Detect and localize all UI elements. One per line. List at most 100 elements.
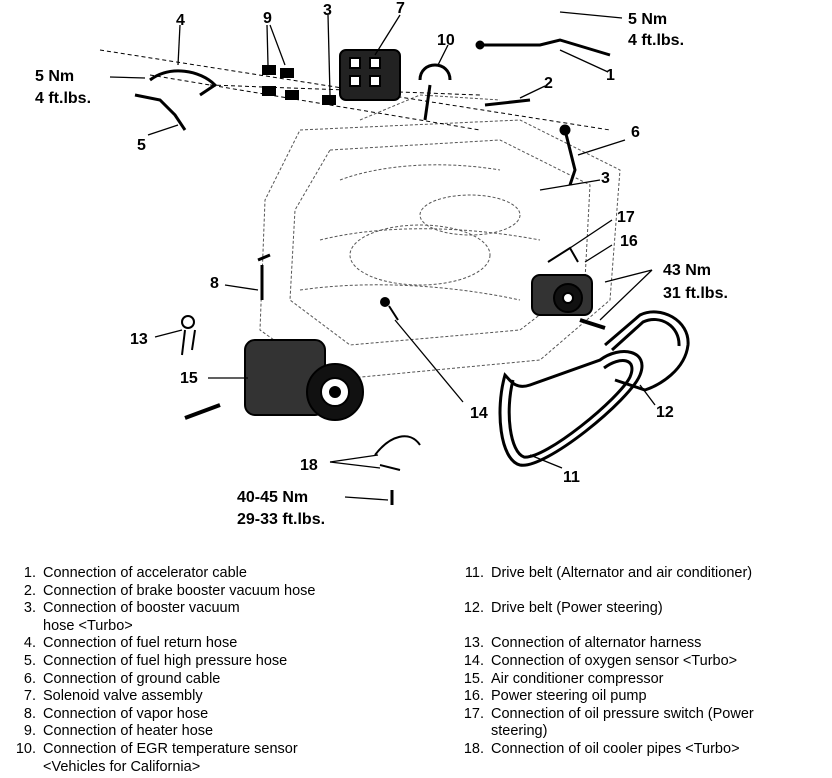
air-conditioner-compressor xyxy=(184,339,364,421)
drive-belt-power-steering xyxy=(604,310,690,392)
legend-text-line2: <Vehicles for California> xyxy=(43,758,201,775)
legend-item-6: 6. Connection of ground cable xyxy=(10,671,440,689)
legend-text: Connection of EGR temperature sensor<Veh… xyxy=(43,741,440,776)
engine-block-outline xyxy=(259,94,621,381)
legend-num: 16. xyxy=(463,688,484,705)
callout-3a: 3 xyxy=(323,2,332,19)
callout-15: 15 xyxy=(180,370,198,387)
callout-17: 17 xyxy=(617,209,635,226)
legend-text-line1: Connection of oil pressure switch (Power xyxy=(491,705,754,722)
legend-item-13: 13.Connection of alternator harness xyxy=(458,635,828,653)
legend-item-2: 2. Connection of brake booster vacuum hos… xyxy=(10,583,440,601)
legend-text: Connection of heater hose xyxy=(43,723,214,740)
legend-num: 17. xyxy=(463,705,484,722)
legend-text-line1: Connection of booster vacuum xyxy=(43,600,240,617)
legend-item-15: 15. Air conditioner compressor xyxy=(458,671,828,689)
legend-num: 6. xyxy=(23,670,36,687)
legend-num: 5. xyxy=(23,652,36,669)
oxygen-sensor xyxy=(380,297,399,321)
drive-belt-alternator-ac xyxy=(498,350,644,467)
legend-text-line1: Connection of EGR temperature sensor xyxy=(43,740,298,757)
legend-text: Connection of vapor hose xyxy=(43,705,209,722)
legend-text: Connection of oxygen sensor <Turbo> xyxy=(491,652,738,669)
legend-text: Connection of ground cable xyxy=(43,670,221,687)
callout-18: 18 xyxy=(300,457,318,474)
legend-item-10: 10.Connection of EGR temperature sensor<… xyxy=(10,741,440,776)
legend-item-1: 1. Connection of accelerator cable xyxy=(10,565,440,583)
legend-right-column: 11. Drive belt (Alternator and air condit… xyxy=(458,565,828,759)
legend-num: 3. xyxy=(23,600,36,617)
callout-4: 4 xyxy=(176,12,185,29)
torque-left-nm: 5 Nm xyxy=(35,68,74,85)
legend-item-5: 5. Connection of fuel high pressure hose xyxy=(10,653,440,671)
power-steering-pump xyxy=(531,246,606,330)
callout-12: 12 xyxy=(656,404,674,421)
fuel-return-hose xyxy=(134,69,218,131)
legend-num: 8. xyxy=(23,705,36,722)
legend-item-8: 8. Connection of vapor hose xyxy=(10,706,440,724)
torque-left-ftlbs: 4 ft.lbs. xyxy=(35,90,91,107)
legend-num: 11. xyxy=(464,565,484,581)
legend-num: 14. xyxy=(463,652,484,669)
legend-item-11: 11. Drive belt (Alternator and air condit… xyxy=(458,565,828,583)
legend-spacer xyxy=(458,583,828,601)
callout-3b: 3 xyxy=(601,170,610,187)
torque-pump-nm: 43 Nm xyxy=(663,262,711,279)
legend-text: Connection of alternator harness xyxy=(491,635,702,652)
heater-hose-clamps xyxy=(262,65,336,105)
legend-item-18: 18. Connection of oil cooler pipes <Turbo… xyxy=(458,741,828,759)
legend-text: Drive belt (Alternator and air condition… xyxy=(491,565,753,581)
accelerator-cable xyxy=(475,38,611,57)
legend-num: 1. xyxy=(23,565,36,581)
callout-11: 11 xyxy=(563,469,580,486)
legend-text-line2: steering) xyxy=(491,723,548,740)
torque-top-right-nm: 5 Nm xyxy=(628,11,667,28)
leader-lines xyxy=(109,11,656,501)
callout-6: 6 xyxy=(631,124,640,141)
legend-item-12: 12. Drive belt (Power steering) xyxy=(458,600,828,618)
alternator-harness xyxy=(181,315,196,356)
callout-14: 14 xyxy=(470,405,488,422)
legend-num: 7. xyxy=(23,688,36,705)
callout-7: 7 xyxy=(396,0,405,17)
legend-text: Connection of fuel return hose xyxy=(43,635,238,652)
legend-item-14: 14. Connection of oxygen sensor <Turbo> xyxy=(458,653,828,671)
legend-text: Drive belt (Power steering) xyxy=(491,600,663,617)
legend-text: Air conditioner compressor xyxy=(491,670,664,687)
legend-num: 2. xyxy=(23,582,36,599)
torque-bottom-ftlbs: 29-33 ft.lbs. xyxy=(237,511,325,528)
legend-left-column: 1. Connection of accelerator cable 2. Conn… xyxy=(10,565,440,776)
legend-text-line2: hose <Turbo> xyxy=(43,617,133,634)
engine-exploded-diagram: 1 2 3 3 4 5 6 7 8 9 10 11 12 13 14 15 16… xyxy=(35,0,728,528)
oil-cooler-pipes xyxy=(374,435,421,505)
legend-text: Connection of oil cooler pipes <Turbo> xyxy=(491,740,740,757)
legend-num: 18. xyxy=(463,740,484,757)
legend-item-16: 16. Power steering oil pump xyxy=(458,688,828,706)
callout-13: 13 xyxy=(130,331,148,348)
solenoid-valve-assembly xyxy=(339,49,401,101)
legend-num: 4. xyxy=(23,635,36,652)
callout-1: 1 xyxy=(606,67,615,84)
torque-bottom-nm: 40-45 Nm xyxy=(237,489,308,506)
legend-num: 15. xyxy=(463,670,484,687)
legend-item-9: 9.Connection of heater hose xyxy=(10,723,440,741)
egr-sensor-hose xyxy=(418,63,452,121)
torque-pump-ftlbs: 31 ft.lbs. xyxy=(663,285,728,302)
vapor-hose xyxy=(257,253,271,300)
legend-item-4: 4. Connection of fuel return hose xyxy=(10,635,440,653)
legend-text: Connection of oil pressure switch (Power… xyxy=(491,706,828,741)
callout-2: 2 xyxy=(544,75,553,92)
brake-booster-hose xyxy=(484,98,531,107)
legend-item-17: 17. Connection of oil pressure switch (Po… xyxy=(458,706,828,741)
callout-10: 10 xyxy=(437,32,455,49)
callout-9: 9 xyxy=(263,10,272,27)
legend-num: 12. xyxy=(463,600,484,617)
legend-item-7: 7. Solenoid valve assembly xyxy=(10,688,440,706)
legend-text: Power steering oil pump xyxy=(491,688,647,705)
legend-text: Connection of brake booster vacuum hose xyxy=(43,582,316,599)
legend-text: Solenoid valve assembly xyxy=(43,688,203,705)
legend-text: Connection of accelerator cable xyxy=(43,565,247,581)
legend-text: Connection of fuel high pressure hose xyxy=(43,652,288,669)
